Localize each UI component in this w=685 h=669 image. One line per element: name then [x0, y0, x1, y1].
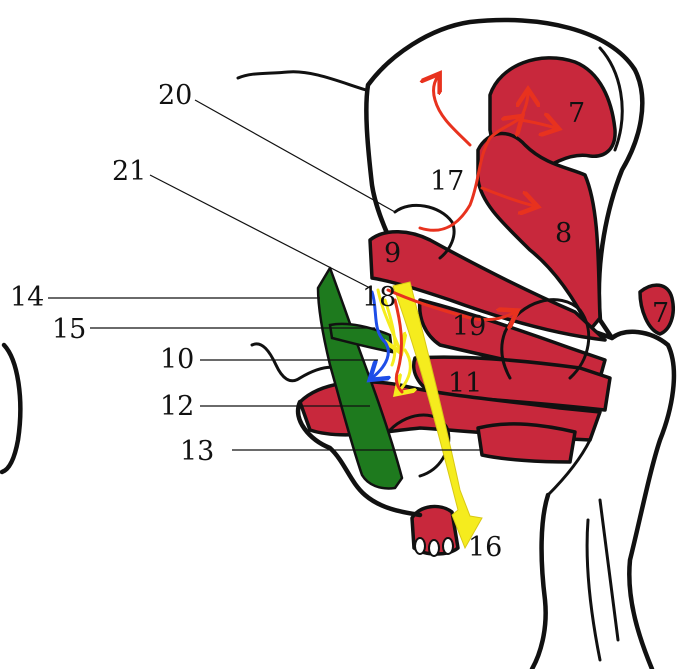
muscle-13 [478, 424, 575, 462]
sacral-rim-line [238, 72, 366, 90]
femur-detail-line-1 [587, 520, 600, 660]
label-7-right: 7 [652, 298, 669, 329]
label-18: 18 [362, 282, 396, 313]
label-7-upper: 7 [568, 98, 585, 129]
label-10: 10 [160, 344, 194, 375]
label-21: 21 [112, 156, 146, 187]
label-19: 19 [452, 311, 486, 342]
tendon-end-3 [443, 538, 453, 554]
label-8: 8 [555, 218, 572, 249]
label-13: 13 [180, 436, 214, 467]
label-14: 14 [10, 282, 44, 313]
label-20: 20 [158, 80, 192, 111]
label-12: 12 [160, 391, 194, 422]
artery-branch-up [434, 76, 470, 145]
tendon-end-1 [415, 538, 425, 554]
label-9: 9 [384, 238, 401, 269]
label-11: 11 [448, 368, 482, 399]
leader-21 [150, 175, 370, 288]
greater-trochanter-outline [612, 332, 674, 669]
femur-detail-line-2 [600, 500, 618, 640]
tendon-end-2 [429, 540, 439, 556]
left-edge-bone-outline [2, 345, 20, 472]
label-16: 16 [468, 532, 502, 563]
lesser-sciatic-notch-line [252, 344, 338, 381]
label-15: 15 [52, 314, 86, 345]
femur-shaft-left-outline [532, 495, 548, 669]
label-17: 17 [430, 166, 464, 197]
